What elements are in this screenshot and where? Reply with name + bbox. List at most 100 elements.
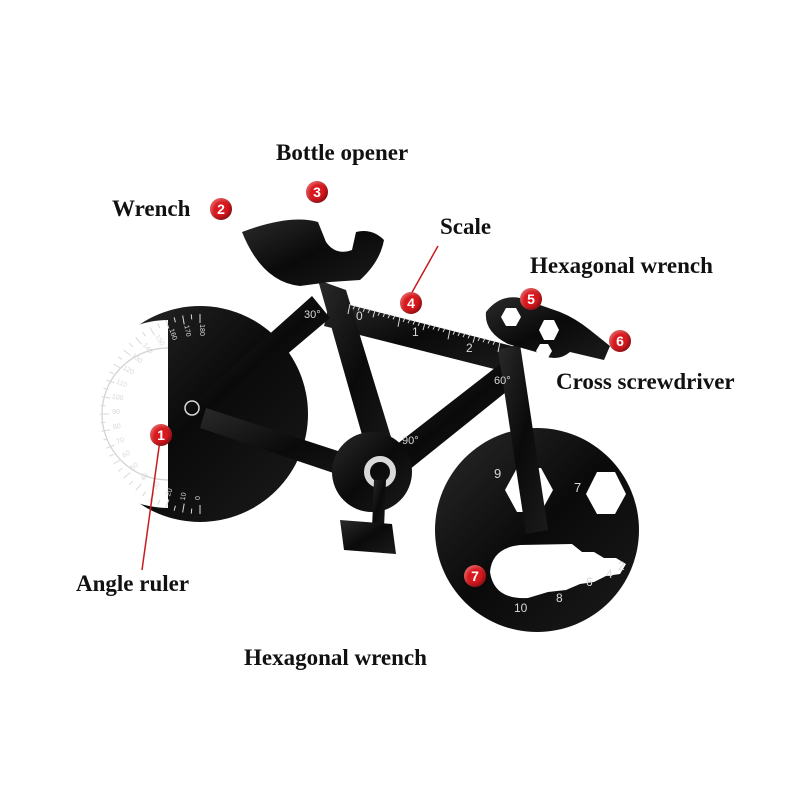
seat-stay — [198, 296, 330, 416]
leader-angle-ruler — [141, 439, 161, 571]
marker-2: 2 — [210, 198, 232, 220]
scale-tick — [437, 326, 441, 332]
leader-scale — [409, 245, 439, 297]
scale-tick — [352, 305, 356, 310]
hexagonal-wrench-bottom-label: Hexagonal wrench — [244, 645, 427, 670]
saddle-wrench-bottle-opener — [242, 219, 384, 286]
bottom-bracket — [332, 432, 412, 512]
protractor-tick — [165, 319, 170, 329]
protractor-tick — [165, 499, 170, 509]
protractor-tick-label: 90 — [112, 409, 120, 416]
seat-tube — [318, 280, 398, 470]
scale-tick — [372, 310, 376, 318]
protractor-tick — [142, 331, 146, 337]
protractor-tick-label: 70 — [116, 437, 126, 446]
scale-2-label: 2 — [466, 341, 473, 355]
scale-tick — [432, 325, 436, 330]
protractor-tick-label: 0 — [195, 496, 202, 500]
scale-tick — [462, 332, 466, 338]
scale-tick — [377, 311, 381, 316]
marker-3: 3 — [306, 181, 328, 203]
handlebar-hex-hole-2 — [539, 320, 559, 340]
scale-tick — [482, 337, 486, 343]
scale-tick — [457, 331, 461, 337]
marker-6: 6 — [609, 330, 631, 352]
scale-0-label: 0 — [356, 309, 363, 323]
protractor-tick — [157, 499, 161, 505]
protractor-tick-label: 60 — [121, 450, 131, 460]
protractor-tick — [128, 480, 134, 486]
protractor-tick-label: 40 — [140, 472, 150, 483]
scale-tick — [487, 339, 491, 344]
protractor-tick-label: 150 — [153, 334, 165, 348]
protractor-tick-label: 50 — [129, 462, 140, 472]
hex-hole-7 — [586, 472, 626, 514]
scale-tick — [467, 334, 471, 339]
protractor-tick — [101, 396, 111, 399]
protractor-tick — [103, 387, 109, 390]
protractor-tick — [113, 363, 122, 369]
protractor-tick — [109, 453, 115, 457]
protractor-cutout — [74, 320, 168, 508]
scale-tick — [477, 336, 481, 342]
protractor-tick-label: 20 — [165, 487, 174, 497]
scale-tick — [382, 312, 386, 318]
handlebar-hex-hole-3 — [536, 344, 552, 358]
scale-tick — [442, 327, 446, 333]
hex-slot-cutout — [490, 544, 626, 599]
down-tube — [374, 364, 516, 482]
scale-tick — [357, 306, 361, 311]
protractor-tick — [157, 323, 161, 329]
protractor-tick — [109, 371, 115, 375]
wrench-label: Wrench — [112, 196, 191, 221]
protractor-tick-label: 10 — [180, 492, 188, 501]
scale-tick — [367, 308, 371, 314]
scale-tick — [402, 317, 406, 323]
fork — [498, 344, 548, 534]
slot-10-label: 10 — [514, 601, 528, 615]
scale-tick — [427, 324, 431, 329]
protractor-tick-label: 100 — [111, 393, 124, 402]
scale-tick — [347, 303, 351, 315]
scale-tick — [407, 318, 411, 324]
protractor-tick-label: 180 — [198, 324, 205, 336]
protractor-tick — [117, 468, 123, 472]
scale-tick — [412, 320, 416, 325]
protractor-tick-label: 120 — [121, 365, 135, 377]
protractor-tick — [113, 459, 122, 465]
scale-tick — [387, 313, 391, 319]
protractor-tick-label: 160 — [167, 328, 178, 341]
cross-screwdriver-label: Cross screwdriver — [556, 369, 735, 394]
protractor-tick — [182, 503, 185, 513]
protractor-tick-label: 80 — [113, 423, 122, 431]
protractor-tick — [135, 483, 142, 491]
bottle-opener-label: Bottle opener — [276, 140, 409, 165]
crank-arm — [372, 480, 386, 528]
slot-4-label: 4 — [606, 567, 613, 581]
bottle-opener-slot — [322, 213, 340, 245]
protractor-tick — [105, 379, 115, 384]
protractor-tick — [135, 337, 142, 345]
scale-tick — [497, 341, 501, 353]
scale-tick — [417, 321, 421, 326]
scale-tick — [452, 330, 456, 335]
protractor-tick — [182, 315, 185, 325]
scale-tick — [397, 316, 401, 327]
marker-7: 7 — [464, 565, 486, 587]
protractor-tick — [173, 317, 176, 323]
protractor-tick — [105, 444, 115, 449]
marker-1: 1 — [150, 424, 172, 446]
marker-4: 4 — [400, 292, 422, 314]
scale-tick — [472, 335, 476, 343]
protractor-tick — [123, 349, 131, 356]
slot-6-label: 6 — [586, 575, 593, 589]
protractor-pivot — [184, 400, 200, 416]
protractor-tick — [173, 505, 176, 511]
angle-60-label: 60° — [494, 375, 511, 387]
handlebar-hex-hole-1 — [501, 308, 521, 326]
scale-1-label: 1 — [412, 325, 419, 339]
protractor-tick-label: 110 — [115, 379, 128, 389]
hex-9-label: 9 — [494, 466, 501, 481]
